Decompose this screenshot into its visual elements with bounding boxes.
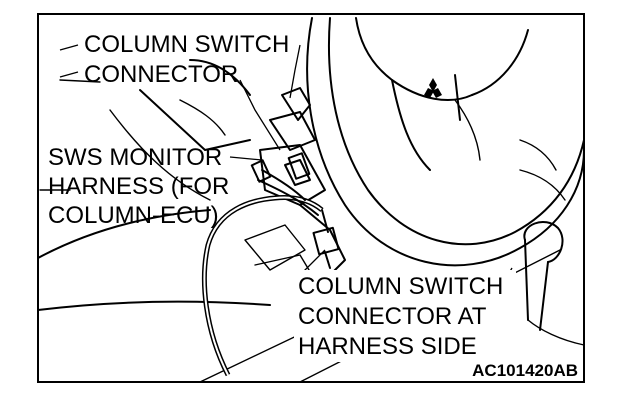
label-line: SWS MONITOR: [48, 144, 222, 171]
steering-wheel: [306, 17, 585, 267]
callout-column-switch-connector: COLUMN SWITCH CONNECTOR: [84, 31, 289, 88]
gear-shift-knob: [523, 221, 585, 346]
label-line: CONNECTOR AT: [298, 303, 487, 330]
label-line: COLUMN SWITCH: [298, 273, 503, 300]
label-line: COLUMN SWITCH: [84, 31, 289, 58]
logo-icon: [424, 78, 442, 98]
label-line: HARNESS SIDE: [298, 333, 477, 360]
figure-frame: [37, 13, 585, 383]
callout-harness-side-connector: COLUMN SWITCH CONNECTOR AT HARNESS SIDE: [294, 270, 516, 362]
harness-side-connector: [312, 226, 340, 269]
label-line: HARNESS (FOR: [48, 173, 229, 200]
sws-monitor-harness: [202, 152, 329, 377]
label-line: COLUMN-ECU): [48, 202, 219, 229]
label-line: CONNECTOR: [84, 61, 238, 88]
figure-id: AC101420AB: [472, 361, 578, 380]
callout-sws-monitor-harness: SWS MONITOR HARNESS (FOR COLUMN-ECU): [48, 144, 229, 229]
